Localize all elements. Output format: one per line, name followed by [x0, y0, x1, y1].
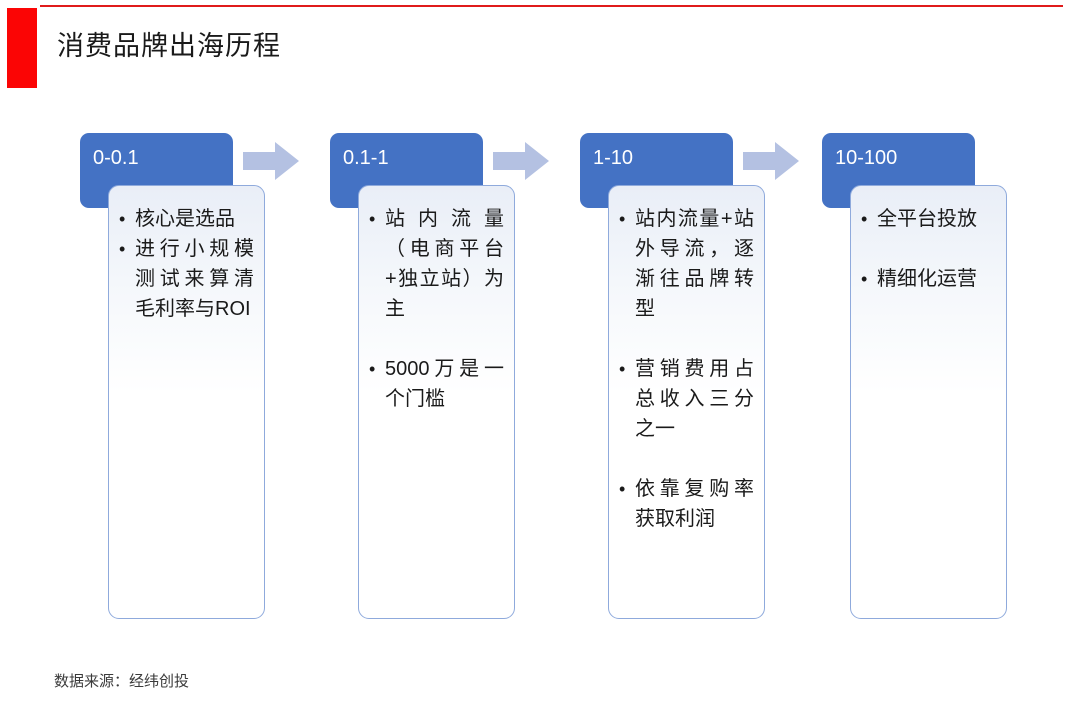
list-item: 站内流量+站外导流，逐渐往品牌转型 [619, 204, 754, 324]
stage-bullet-list-1: 站内流量（电商平台+独立站）为主 5000万是一个门槛 [359, 186, 514, 414]
page-title: 消费品牌出海历程 [57, 31, 281, 61]
arrow-1-to-2 [243, 142, 299, 180]
list-item: 全平台投放 [861, 204, 996, 234]
stage-body-2: 站内流量+站外导流，逐渐往品牌转型 营销费用占总收入三分之一 依靠复购率获取利润 [608, 185, 765, 619]
stage-label-0: 0-0.1 [93, 147, 139, 169]
stage-bullet-list-3: 全平台投放 精细化运营 [851, 186, 1006, 294]
arrow-2-to-3 [493, 142, 549, 180]
list-item: 5000万是一个门槛 [369, 354, 504, 414]
list-item: 进行小规模测试来算清毛利率与ROI [119, 234, 254, 324]
stage-bullet-list-2: 站内流量+站外导流，逐渐往品牌转型 营销费用占总收入三分之一 依靠复购率获取利润 [609, 186, 764, 534]
list-item: 依靠复购率获取利润 [619, 474, 754, 534]
stage-label-3: 10-100 [835, 147, 898, 169]
source-note: 数据来源：经纬创投 [54, 674, 190, 690]
stage-label-1: 0.1-1 [343, 147, 389, 169]
title-accent-block [7, 8, 37, 88]
stage-bullet-list-0: 核心是选品 进行小规模测试来算清毛利率与ROI [109, 186, 264, 324]
stage-body-3: 全平台投放 精细化运营 [850, 185, 1007, 619]
list-item: 站内流量（电商平台+独立站）为主 [369, 204, 504, 324]
list-item: 营销费用占总收入三分之一 [619, 354, 754, 444]
stage-label-2: 1-10 [593, 147, 634, 169]
top-rule-decoration [40, 5, 1063, 7]
arrow-3-to-4 [743, 142, 799, 180]
list-item: 核心是选品 [119, 204, 254, 234]
stage-body-1: 站内流量（电商平台+独立站）为主 5000万是一个门槛 [358, 185, 515, 619]
list-item: 精细化运营 [861, 264, 996, 294]
stage-body-0: 核心是选品 进行小规模测试来算清毛利率与ROI [108, 185, 265, 619]
